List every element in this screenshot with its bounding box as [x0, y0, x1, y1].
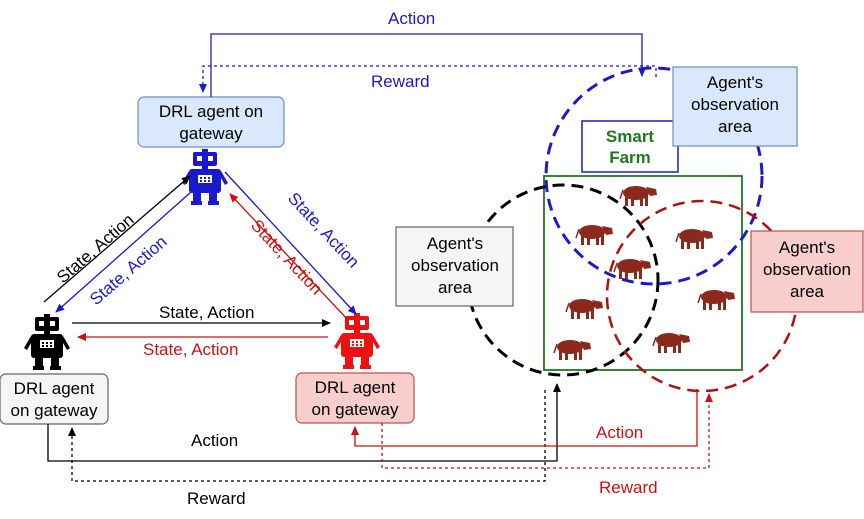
robot-icon	[24, 314, 70, 370]
right-agent-box	[295, 372, 415, 424]
red-obs-line2: observation	[763, 260, 851, 279]
cow-icon	[619, 185, 658, 207]
top-agent-line2: gateway	[179, 124, 243, 143]
black-obs-line2: observation	[411, 256, 499, 275]
cow-icon	[553, 339, 592, 361]
top-reward-arrow	[199, 65, 657, 93]
black-obs-line3: area	[438, 278, 473, 297]
bottom-edge-red-label: State, Action	[143, 340, 238, 359]
top-reward-label: Reward	[371, 72, 430, 91]
black-observation-box	[395, 226, 514, 307]
bottom-edge-black-label: State, Action	[159, 303, 254, 322]
cow-icon	[613, 258, 652, 280]
blue-observation-area	[544, 66, 764, 286]
robot-icon	[334, 313, 380, 369]
top-action-label: Action	[388, 9, 435, 28]
bottom-red-action-label: Action	[596, 423, 643, 442]
smart-farm-line2: Farm	[609, 148, 651, 167]
blue-obs-line2: observation	[691, 95, 779, 114]
blue-observation-box	[672, 66, 798, 147]
red-obs-line1: Agent's	[779, 238, 835, 257]
cow-icon	[652, 332, 691, 354]
smart-farm-label-box	[581, 120, 679, 173]
cow-icon	[575, 224, 614, 246]
bottom-red-reward-label: Reward	[599, 478, 658, 497]
top-agent-line1: DRL agent on	[159, 102, 263, 121]
black-observation-area	[466, 183, 660, 377]
left-agent-line2: on gateway	[11, 401, 98, 420]
bottom-black-action-arrow	[47, 383, 561, 462]
bottom-red-reward-arrow	[381, 393, 713, 469]
left-edge-black-arrow	[43, 175, 191, 303]
right-agent-line1: DRL agent	[315, 378, 396, 397]
bottom-black-reward-arrow	[68, 390, 546, 482]
red-obs-line3: area	[790, 282, 825, 301]
blue-obs-line3: area	[718, 117, 753, 136]
cow-icon	[697, 289, 736, 311]
smart-farm-line1: Smart	[606, 127, 655, 146]
right-agent-line2: on gateway	[312, 400, 399, 419]
red-observation-box	[750, 230, 864, 313]
bottom-black-action-label: Action	[191, 431, 238, 450]
left-agent-box	[0, 373, 109, 425]
black-obs-line1: Agent's	[427, 234, 483, 253]
bottom-black-reward-label: Reward	[187, 489, 246, 508]
left-agent-line1: DRL agent	[14, 379, 95, 398]
cow-icon	[565, 298, 604, 320]
right-edge-red-arrow	[229, 193, 349, 321]
blue-obs-line1: Agent's	[707, 73, 763, 92]
right-edge-blue-arrow	[224, 171, 357, 315]
left-edge-blue-arrow	[55, 183, 201, 313]
cow-icon	[675, 228, 714, 250]
bottom-red-action-arrow	[351, 389, 698, 447]
